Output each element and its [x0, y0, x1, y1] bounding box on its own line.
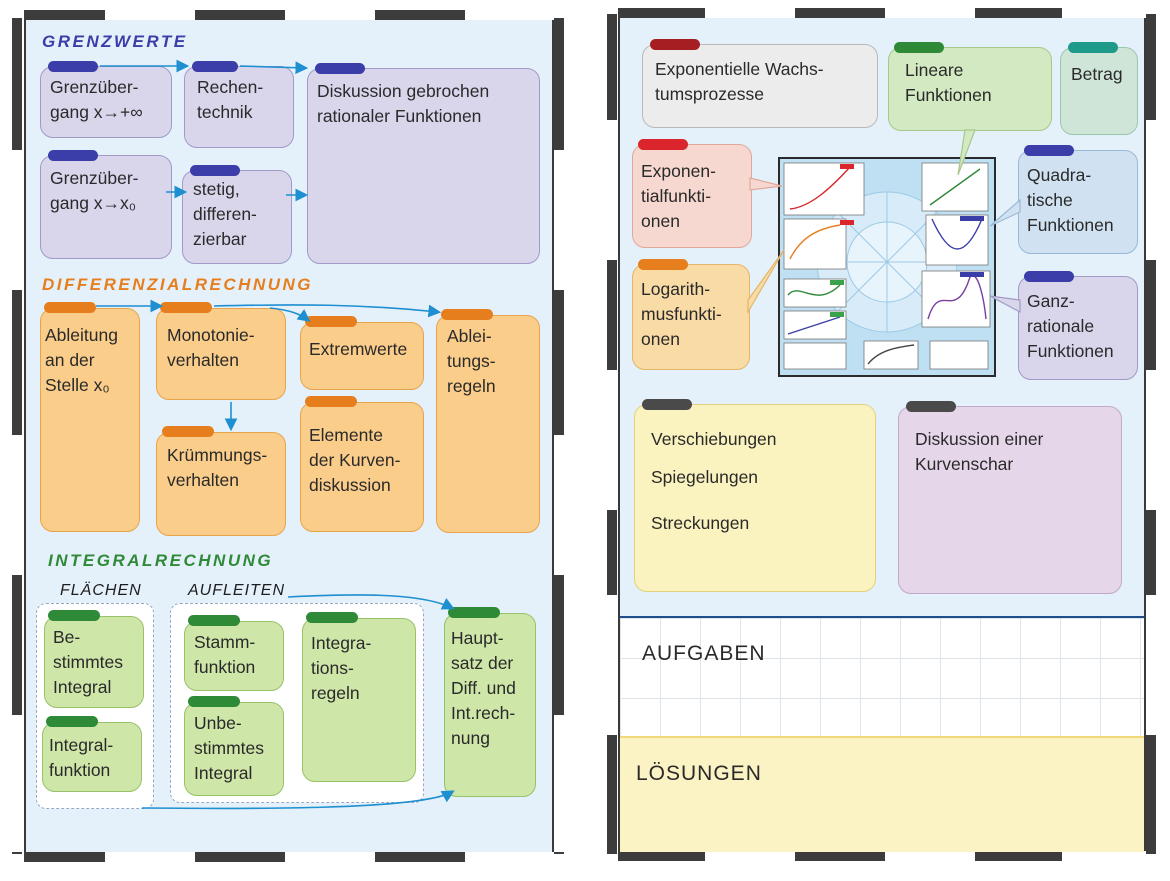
tab [46, 716, 98, 727]
box-ableitung-stelle: Ableitung an der Stelle x₀ [40, 308, 140, 532]
box-unbestimmtes-integral: Unbe- stimmtes Integral [184, 702, 284, 796]
tab [894, 42, 944, 53]
box-ableitungsregeln: Ablei- tungs- regeln [436, 315, 540, 533]
tab [1024, 145, 1074, 156]
box-stetig-differenzierbar: stetig, differen- zierbar [182, 170, 292, 264]
aufgaben-label: AUFGABEN [642, 642, 766, 665]
notch [1146, 595, 1156, 735]
notch [705, 8, 795, 18]
right-page-top-band [618, 8, 1146, 18]
loesungen-label: LÖSUNGEN [636, 762, 762, 785]
notch [12, 715, 22, 852]
notch [554, 715, 564, 852]
box-extremwerte: Extremwerte [300, 322, 424, 390]
notch [554, 435, 564, 575]
notch [465, 852, 554, 862]
tab [638, 259, 688, 270]
tab [162, 426, 214, 437]
box-kruemmungsverhalten: Krümmungs- verhalten [156, 432, 286, 536]
tab [638, 139, 688, 150]
tab [160, 302, 212, 313]
tab [306, 612, 358, 623]
box-bestimmtes-integral: Be- stimmtes Integral [44, 616, 144, 708]
tab [1068, 42, 1118, 53]
notch [285, 852, 375, 862]
box-betrag: Betrag [1060, 47, 1138, 135]
poster-thumbnail [778, 157, 996, 377]
heading-differenzialrechnung: DIFFERENZIALRECHNUNG [42, 275, 313, 294]
right-page-bottom-band [618, 851, 1146, 861]
tab [48, 61, 98, 72]
tab [192, 61, 238, 72]
heading-grenzwerte: GRENZWERTE [42, 32, 188, 51]
box-diskussion-gebrochen-rationaler: Diskussion gebrochen rationaler Funktion… [307, 68, 540, 264]
tab [188, 696, 240, 707]
tab [305, 316, 357, 327]
tab [305, 396, 357, 407]
tab [188, 615, 240, 626]
box-hauptsatz: Haupt- satz der Diff. und Int.rech- nung [444, 613, 536, 797]
box-verschiebungen: Verschiebungen Spiegelungen Streckungen [634, 404, 876, 592]
notch [1146, 370, 1156, 510]
notch [705, 851, 795, 861]
box-grenzuebergang-x0: Grenzüber- gang x→x₀ [40, 155, 172, 259]
notch [607, 370, 617, 510]
label-aufleiten: AUFLEITEN [188, 582, 286, 599]
notch [607, 595, 617, 735]
notch [1062, 8, 1146, 18]
box-monotonieverhalten: Monotonie- verhalten [156, 308, 286, 400]
box-grenzuebergang-unendlich: Grenzüber- gang x→+∞ [40, 66, 172, 138]
box-lineare-funktionen: Lineare Funktionen [888, 47, 1052, 131]
tab [1024, 271, 1074, 282]
label-spiegelungen: Spiegelungen [651, 467, 759, 487]
heading-integralrechnung: INTEGRALRECHNUNG [48, 551, 274, 570]
box-ganzrationale-funktionen: Ganz- rationale Funktionen [1018, 276, 1138, 380]
tab [48, 150, 98, 161]
notch [285, 10, 375, 20]
tab [642, 399, 692, 410]
notch [885, 8, 975, 18]
notch [12, 435, 22, 575]
label-streckungen: Streckungen [651, 513, 750, 533]
box-logarithmusfunktionen: Logarith- musfunkti- onen [632, 264, 750, 370]
box-elemente-kurvendiskussion: Elemente der Kurven- diskussion [300, 402, 424, 532]
box-exponentialfunktionen: Exponen- tialfunkti- onen [632, 144, 752, 248]
aufgaben-area [620, 616, 1144, 736]
tab [315, 63, 365, 74]
box-diskussion-kurvenschar: Diskussion einer Kurvenschar [898, 406, 1122, 594]
notch [105, 852, 195, 862]
box-integrationsregeln: Integra- tions- regeln [302, 618, 416, 782]
tab [441, 309, 493, 320]
label-verschiebungen: Verschiebungen [651, 429, 777, 449]
loesungen-area [620, 736, 1144, 852]
notch [554, 150, 564, 290]
label-flaechen: FLÄCHEN [60, 582, 142, 599]
box-stammfunktion: Stamm- funktion [184, 621, 284, 691]
notch [105, 10, 195, 20]
tab [44, 302, 96, 313]
poster-graph-illustration [783, 162, 991, 370]
box-integralfunktion: Integral- funktion [42, 722, 142, 792]
tab [48, 610, 100, 621]
box-exponentielle-wachstumsprozesse: Exponentielle Wachs- tumsprozesse [642, 44, 878, 128]
notch [465, 10, 554, 20]
notch [1062, 851, 1146, 861]
notch [12, 150, 22, 290]
tab [448, 607, 500, 618]
notch [607, 120, 617, 260]
notch [885, 851, 975, 861]
tab [190, 165, 240, 176]
tab [906, 401, 956, 412]
notch [1146, 120, 1156, 260]
box-quadratische-funktionen: Quadra- tische Funktionen [1018, 150, 1138, 254]
tab [650, 39, 700, 50]
box-rechentechnik: Rechen- technik [184, 66, 294, 148]
